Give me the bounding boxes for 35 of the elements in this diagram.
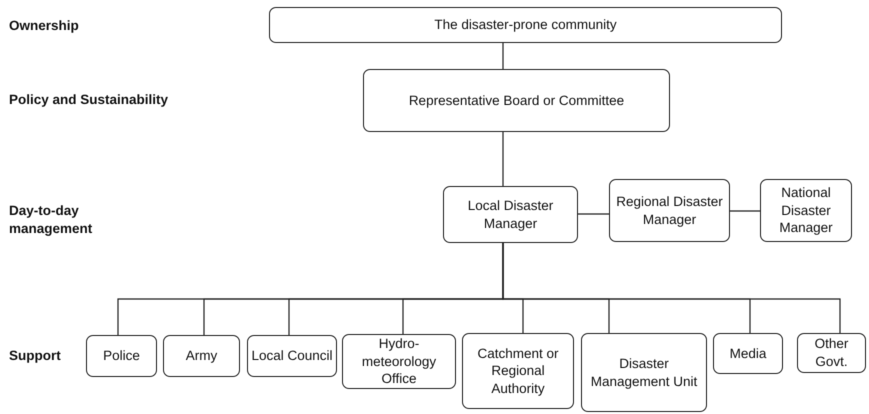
box-label: National Disaster Manager [778,184,834,237]
connector-line [578,213,609,215]
org-box [581,333,707,412]
org-box [247,335,337,377]
connector-line [502,132,504,186]
org-box [443,186,578,243]
connector-line [502,43,504,69]
box-label: Local Disaster Manager [466,196,554,232]
box-label: The disaster-prone community [434,16,617,34]
box-label: Representative Board or Committee [408,92,624,110]
box-label: Media [730,344,766,362]
box-label: Local Council [251,347,333,365]
org-box [713,333,783,374]
box-label: Other Govt. [814,335,850,371]
org-box [797,333,866,373]
org-box [342,334,456,389]
box-label: Catchment or Regional Authority [476,344,560,398]
connector-line [502,243,841,333]
level-label: Day-to-day management [9,202,94,238]
box-label: Police [103,347,140,365]
org-box [86,335,157,377]
level-label: Ownership [9,17,79,35]
box-label: Army [186,347,218,365]
org-box [269,7,782,43]
box-label: Disaster Management Unit [590,354,698,390]
org-box [363,69,670,132]
org-box [462,333,574,409]
level-label: Support [9,347,61,365]
level-label: Policy and Sustainability [9,91,168,109]
connector-line [730,210,760,212]
org-box [163,335,240,377]
box-label: Hydro-meteorology Office [360,335,438,388]
org-box [760,179,852,242]
box-label: Regional Disaster Manager [615,192,724,228]
org-box [609,179,730,242]
